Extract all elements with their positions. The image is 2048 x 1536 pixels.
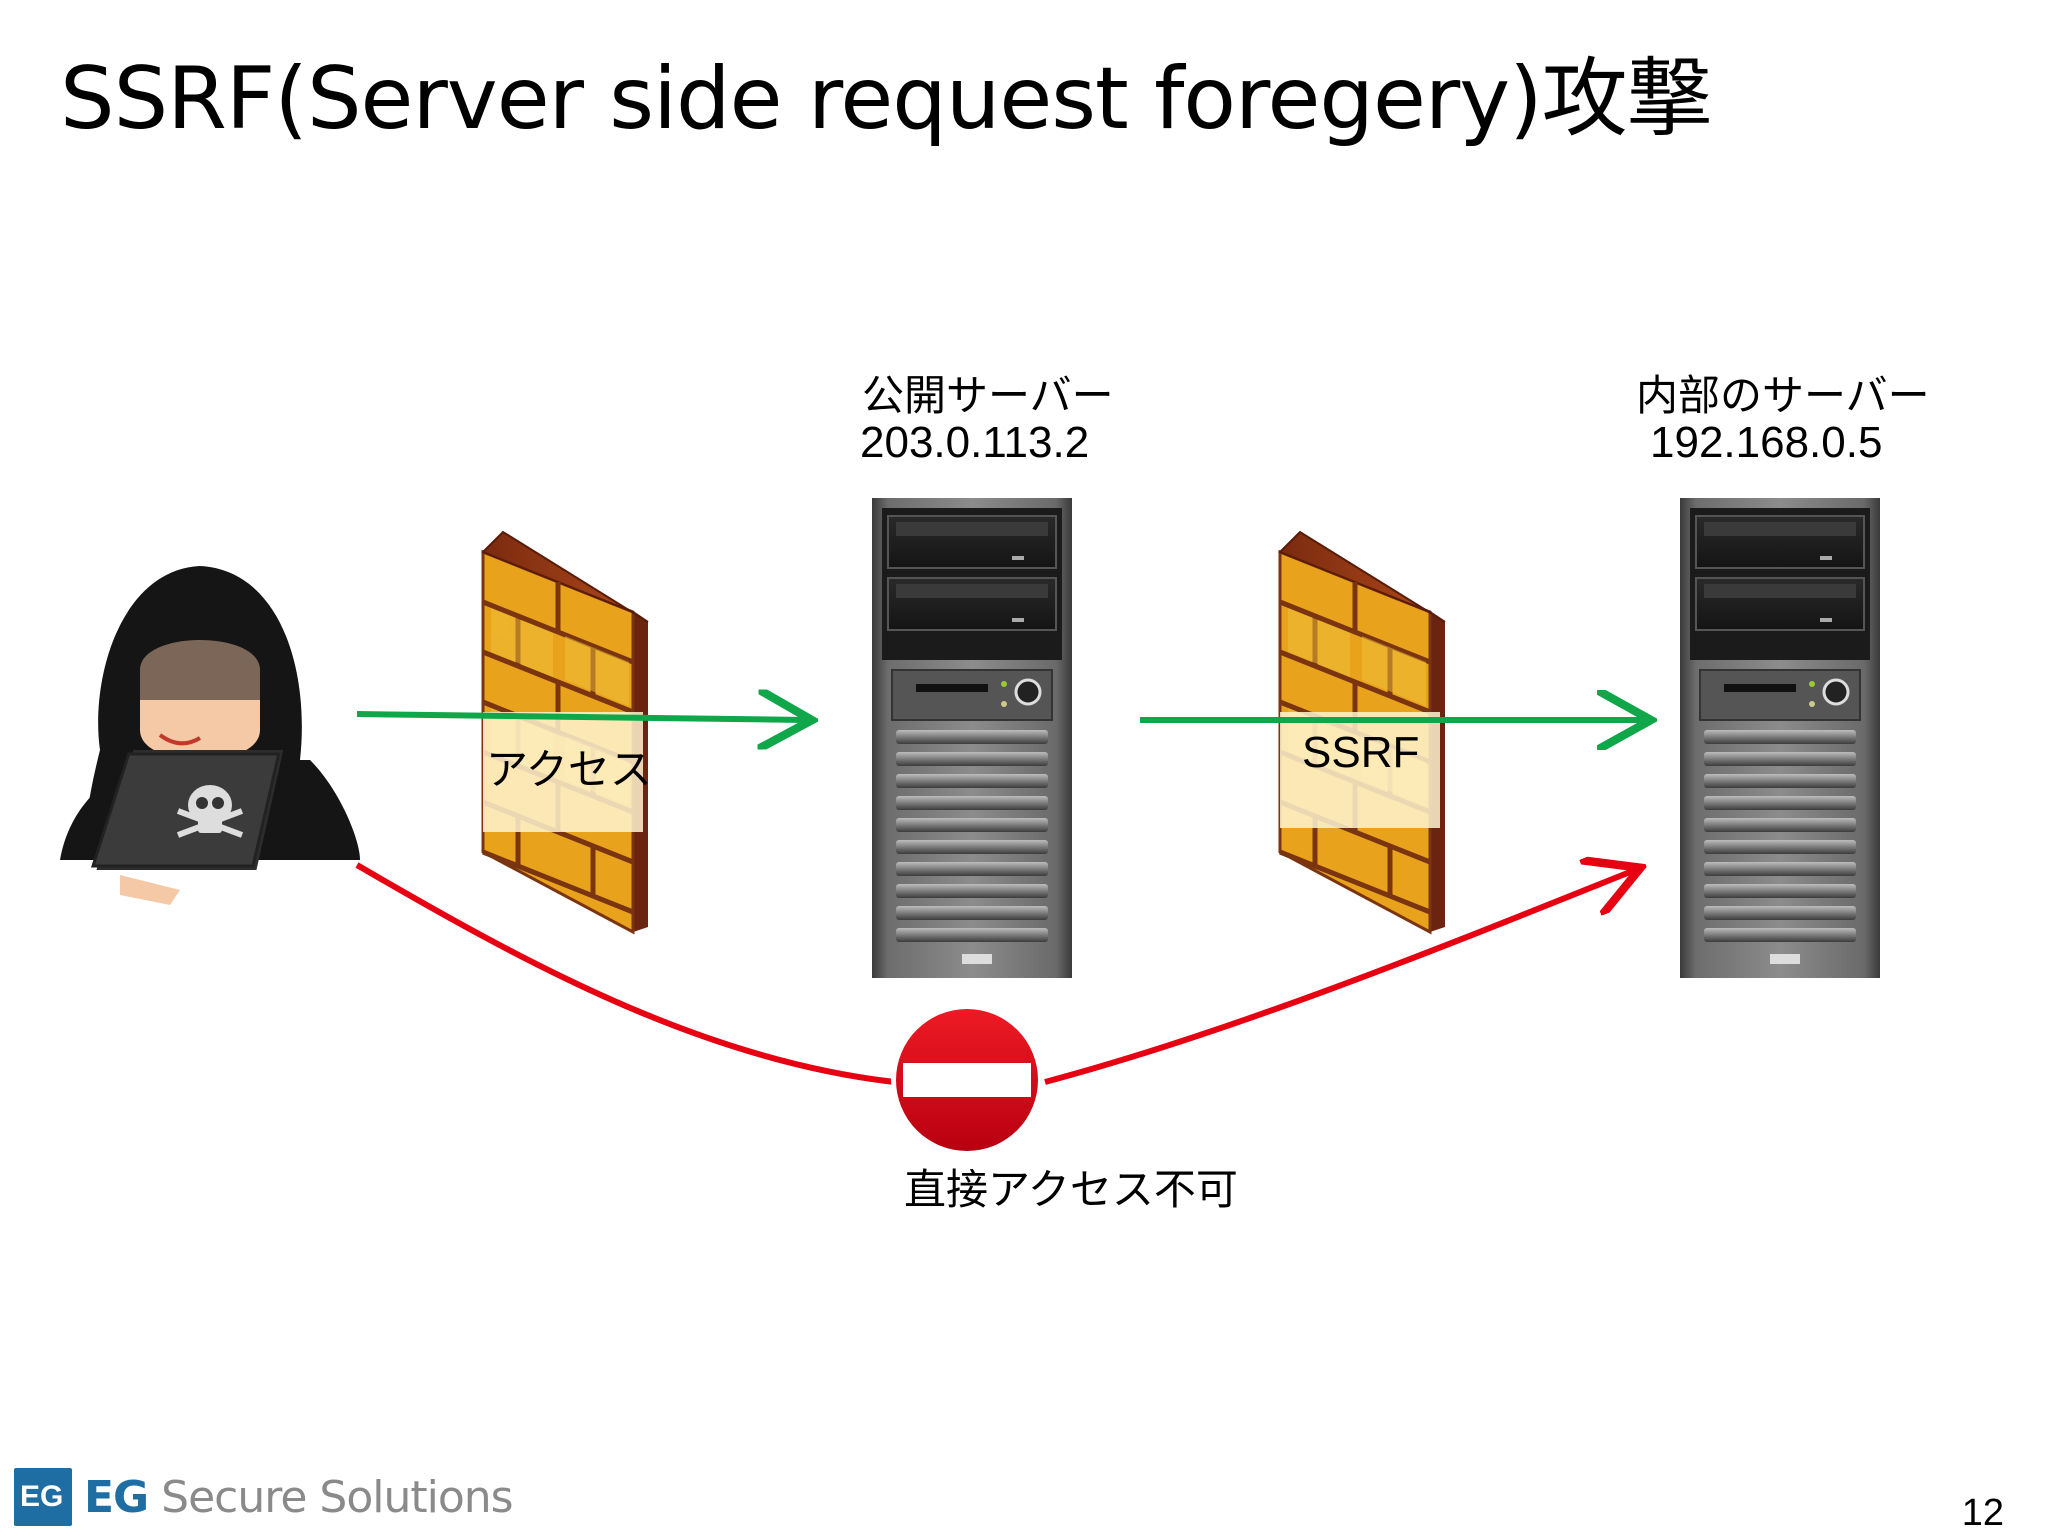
public-server-name: 公開サーバー [862,371,1114,420]
internal-server-ip: 192.168.0.5 [1650,418,1883,467]
logo-mark-text: EG [20,1480,64,1513]
page-number: 12 [1961,1492,2004,1534]
access-label-band [483,712,643,832]
company-brand: EG [84,1471,149,1523]
direct-access-arrow [355,865,1635,1085]
internal-server-icon [1678,496,1882,980]
public-server-ip: 203.0.113.2 [860,418,1090,467]
internal-server-name: 内部のサーバー [1636,371,1930,420]
company-name: EG Secure Solutions [84,1471,514,1523]
ssrf-label: SSRF [1302,728,1420,777]
company-logo: EG EG Secure Solutions [14,1468,514,1526]
slide-title: SSRF(Server side request foregery)攻撃 [60,49,1713,149]
ssrf-label-band [1280,712,1440,828]
hooded-hacker-icon [60,566,360,905]
access-arrow [356,714,806,720]
eg-logo-mark-icon: EG [14,1468,72,1526]
company-name-rest: Secure Solutions [148,1471,513,1523]
direct-access-label: 直接アクセス不可 [904,1165,1238,1214]
public-server-icon [870,496,1074,980]
no-entry-sign-icon [891,1004,1043,1156]
access-label: アクセス [486,745,652,794]
